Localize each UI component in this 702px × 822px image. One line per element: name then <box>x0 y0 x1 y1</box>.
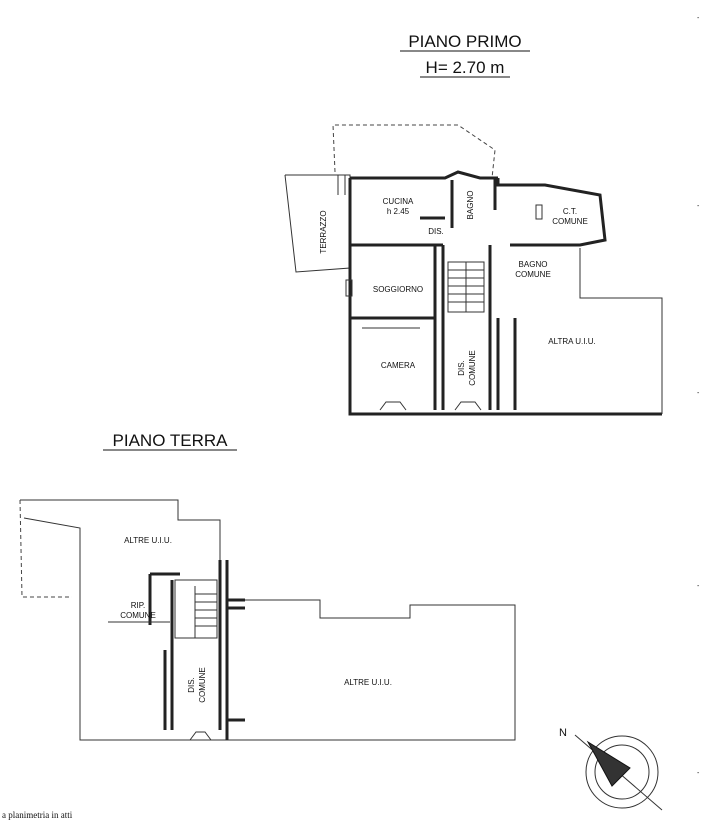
room-label-cucina: CUCINA <box>383 197 414 206</box>
svg-text:-: - <box>697 203 700 210</box>
balcony-outline <box>332 124 496 179</box>
bay-window-terra <box>189 731 212 741</box>
compass-inner-ring <box>594 744 650 800</box>
terrazzo-outline <box>284 174 351 273</box>
room-label-ct: C.T. <box>563 207 577 216</box>
room-label-terra-dis-comune: COMUNE <box>198 667 207 703</box>
terra-dashed-outline <box>19 499 72 598</box>
north-compass: N <box>559 727 663 811</box>
compass-outer-ring <box>585 735 659 809</box>
room-label-ct-comune: COMUNE <box>552 217 588 226</box>
outer-wall-north <box>350 170 498 180</box>
bay-window-camera <box>379 401 407 411</box>
room-label-bagno: BAGNO <box>466 191 475 220</box>
compass-north-label: N <box>559 727 567 739</box>
footer-note: a planimetria in atti <box>2 810 73 820</box>
piano-terra-title: PIANO TERRA <box>113 431 229 450</box>
room-label-bagno-comune: BAGNO <box>519 260 548 269</box>
room-label-dis: DIS. <box>428 227 444 236</box>
room-label-altre-uiu-top: ALTRE U.I.U. <box>124 536 172 545</box>
altre-uiu-main-outline <box>23 517 516 741</box>
svg-text:-: - <box>697 15 700 22</box>
room-label-terra-dis: DIS. <box>187 677 196 693</box>
room-label-terrazzo: TERRAZZO <box>319 210 328 253</box>
svg-text:-: - <box>697 390 700 397</box>
rip-stairwell <box>174 579 218 639</box>
piano-primo-height: H= 2.70 m <box>426 58 505 77</box>
room-label-dis-comune-2: COMUNE <box>468 350 477 386</box>
piano-primo-plan: CUCINA h 2.45 BAGNO DIS. C.T. COMUNE TER… <box>284 124 663 416</box>
room-label-rip: RIP. <box>131 601 146 610</box>
altra-uiu-outline <box>579 248 663 414</box>
svg-text:-: - <box>697 770 700 777</box>
altre-uiu-top-outline <box>20 499 221 560</box>
room-label-altra-uiu: ALTRA U.I.U. <box>548 337 595 346</box>
room-label-bagno-comune-2: COMUNE <box>515 270 551 279</box>
piano-terra-plan: ALTRE U.I.U. RIP. COMUNE DIS. COMUNE ALT… <box>19 499 516 741</box>
outer-wall-west <box>348 178 662 416</box>
room-label-dis-comune: DIS. <box>457 360 466 376</box>
svg-text:-: - <box>697 583 700 590</box>
bay-window-dis <box>454 401 482 411</box>
piano-primo-title: PIANO PRIMO <box>408 32 521 51</box>
room-label-rip-comune: COMUNE <box>120 611 156 620</box>
room-label-soggiorno: SOGGIORNO <box>373 285 423 294</box>
ct-comune-walls <box>496 178 607 247</box>
room-label-altre-uiu-main: ALTRE U.I.U. <box>344 678 392 687</box>
room-label-cucina-height: h 2.45 <box>387 207 410 216</box>
compass-arrow-icon <box>586 740 631 787</box>
room-label-camera: CAMERA <box>381 361 416 370</box>
